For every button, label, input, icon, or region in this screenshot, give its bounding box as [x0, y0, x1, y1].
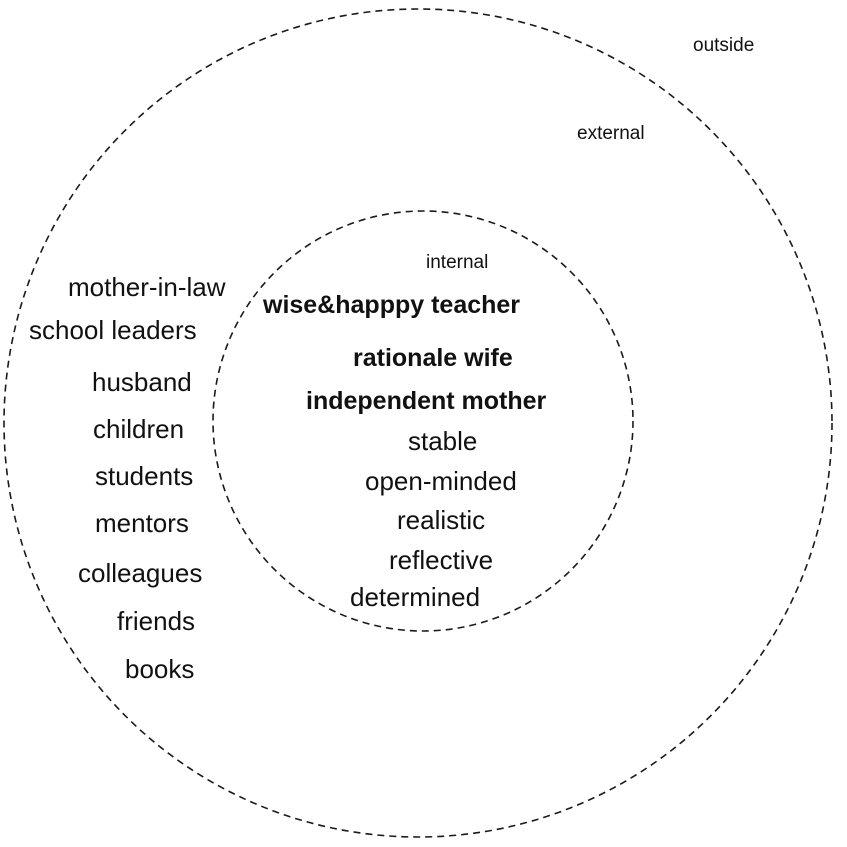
internal-identity-mother: independent mother: [306, 387, 547, 415]
internal-trait-reflective: reflective: [389, 545, 494, 575]
external-item-friends: friends: [117, 606, 196, 636]
zone-label-internal: internal: [426, 252, 489, 273]
inner-circle-internal: [212, 210, 634, 632]
zone-label-external: external: [577, 123, 645, 144]
internal-trait-open-minded: open-minded: [365, 466, 517, 496]
external-item-mother-in-law: mother-in-law: [68, 272, 226, 302]
external-item-husband: husband: [92, 367, 192, 397]
zone-label-outside: outside: [693, 35, 755, 56]
external-item-school-leaders: school leaders: [29, 315, 197, 345]
internal-trait-realistic: realistic: [397, 505, 486, 535]
internal-trait-stable: stable: [408, 426, 478, 456]
external-item-children: children: [93, 414, 185, 444]
external-item-colleagues: colleagues: [78, 558, 203, 588]
outer-circle-external: [3, 8, 833, 838]
internal-identity-wife: rationale wife: [353, 344, 513, 372]
external-item-mentors: mentors: [95, 508, 189, 538]
external-item-students: students: [95, 461, 194, 491]
internal-trait-determined: determined: [350, 582, 481, 612]
external-item-books: books: [125, 654, 195, 684]
internal-identity-teacher: wise&happpy teacher: [263, 291, 521, 319]
